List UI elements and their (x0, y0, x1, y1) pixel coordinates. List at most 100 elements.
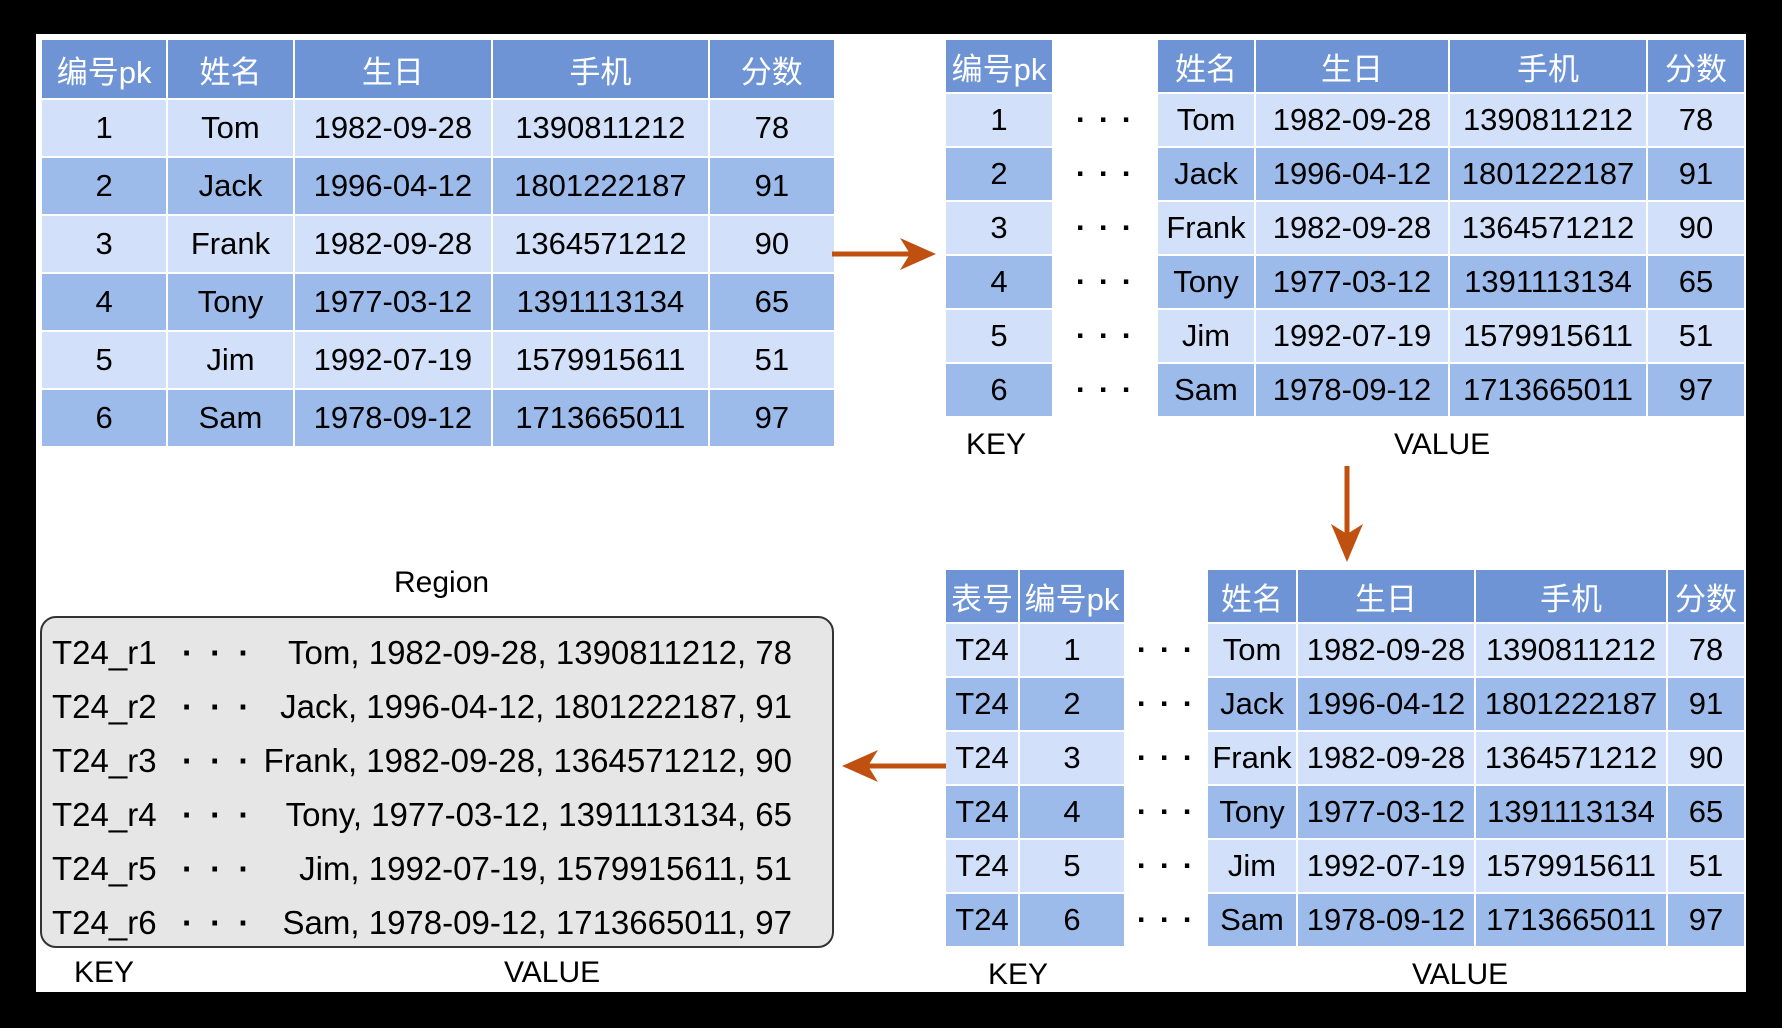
name-cell: Jack (1206, 676, 1298, 732)
birthday-cell: 1982-09-28 (1296, 622, 1476, 678)
birthday-cell: 1992-07-19 (1296, 838, 1476, 894)
name-cell: Tom (1206, 622, 1298, 678)
region-box: T24_r1· · ·Tom, 1982-09-28, 1390811212, … (40, 616, 834, 948)
birthday-cell: 1996-04-12 (292, 156, 494, 216)
region-row-value: Jack, 1996-04-12, 1801222187, 91 (280, 688, 792, 725)
region-value-label: VALUE (504, 956, 601, 989)
header-score: 分数 (1646, 38, 1746, 94)
name-cell: Jack (1156, 146, 1256, 202)
kv-value-label: VALUE (1394, 428, 1491, 461)
header-score: 分数 (1666, 568, 1746, 624)
header-name: 姓名 (1206, 568, 1298, 624)
table-no-cell: T24 (944, 730, 1020, 786)
name-cell: Tony (1206, 784, 1298, 840)
birthday-cell: 1992-07-19 (1254, 308, 1450, 364)
score-cell: 91 (1646, 146, 1746, 202)
region-row-value: Tom, 1982-09-28, 1390811212, 78 (288, 634, 792, 671)
ellipsis-cell: · · · (1052, 362, 1158, 418)
kv-key-label: KEY (966, 428, 1027, 461)
region-row-value: Jim, 1992-07-19, 1579915611, 51 (299, 850, 792, 887)
name-cell: Jack (166, 156, 295, 216)
score-cell: 78 (1646, 92, 1746, 148)
birthday-cell: 1978-09-12 (1296, 892, 1476, 948)
ellipsis-cell: · · · (1124, 892, 1208, 948)
score-cell: 78 (1666, 622, 1746, 678)
birthday-cell: 1992-07-19 (292, 330, 494, 390)
pk-cell: 6 (1018, 892, 1126, 948)
arrow-right-icon (832, 238, 936, 270)
pk-cell: 2 (39, 156, 169, 216)
name-cell: Tom (1156, 92, 1256, 148)
arrow-left-icon (842, 750, 946, 782)
table-no-cell: T24 (944, 622, 1020, 678)
score-cell: 65 (1666, 784, 1746, 840)
score-cell: 97 (707, 388, 837, 448)
kv-header-row: 编号pk 姓名 生日 手机 分数 (944, 38, 1746, 94)
region-row-ellipsis: · · · (182, 688, 254, 725)
table-no-cell: T24 (944, 676, 1020, 732)
source-header-row: 编号pk 姓名 生日 手机 分数 (39, 38, 837, 100)
pk-cell: 3 (1018, 730, 1126, 786)
ellipsis-cell: · · · (1124, 730, 1208, 786)
header-pk: 编号pk (1018, 568, 1126, 624)
birthday-cell: 1978-09-12 (1254, 362, 1450, 418)
name-cell: Tom (166, 98, 295, 158)
pk-cell: 4 (39, 272, 169, 332)
pk-cell: 6 (944, 362, 1054, 418)
score-cell: 65 (707, 272, 837, 332)
score-cell: 90 (1666, 730, 1746, 786)
header-pk: 编号pk (944, 38, 1054, 94)
pk-cell: 1 (944, 92, 1054, 148)
phone-cell: 1713665011 (491, 388, 710, 448)
region-row-ellipsis: · · · (182, 742, 254, 779)
pk-cell: 5 (39, 330, 169, 390)
birthday-cell: 1982-09-28 (1296, 730, 1476, 786)
name-cell: Jim (166, 330, 295, 390)
gap-header (1052, 38, 1158, 94)
name-cell: Sam (1206, 892, 1298, 948)
region-key-label: KEY (74, 956, 135, 989)
birthday-cell: 1977-03-12 (292, 272, 494, 332)
tn-value-label: VALUE (1412, 958, 1509, 991)
region-row: T24_r6· · ·Sam, 1978-09-12, 1713665011, … (42, 894, 832, 948)
pk-cell: 3 (39, 214, 169, 274)
phone-cell: 1801222187 (1474, 676, 1668, 732)
ellipsis-cell: · · · (1052, 92, 1158, 148)
header-phone: 手机 (1474, 568, 1668, 624)
header-score: 分数 (707, 38, 837, 100)
region-row-ellipsis: · · · (182, 904, 254, 941)
phone-cell: 1390811212 (1448, 92, 1648, 148)
pk-cell: 4 (944, 254, 1054, 310)
header-birthday: 生日 (1296, 568, 1476, 624)
phone-cell: 1364571212 (1448, 200, 1648, 256)
phone-cell: 1713665011 (1474, 892, 1668, 948)
phone-cell: 1579915611 (491, 330, 710, 390)
tn-key-label: KEY (988, 958, 1049, 991)
region-row: T24_r2· · ·Jack, 1996-04-12, 1801222187,… (42, 678, 832, 732)
phone-cell: 1364571212 (491, 214, 710, 274)
header-pk: 编号pk (39, 38, 169, 100)
name-cell: Frank (166, 214, 295, 274)
phone-cell: 1713665011 (1448, 362, 1648, 418)
region-row-value: Tony, 1977-03-12, 1391113134, 65 (285, 796, 792, 833)
birthday-cell: 1982-09-28 (1254, 92, 1450, 148)
phone-cell: 1579915611 (1474, 838, 1668, 894)
ellipsis-cell: · · · (1124, 838, 1208, 894)
score-cell: 90 (1646, 200, 1746, 256)
header-table-no: 表号 (944, 568, 1020, 624)
name-cell: Tony (166, 272, 295, 332)
score-cell: 51 (1646, 308, 1746, 364)
